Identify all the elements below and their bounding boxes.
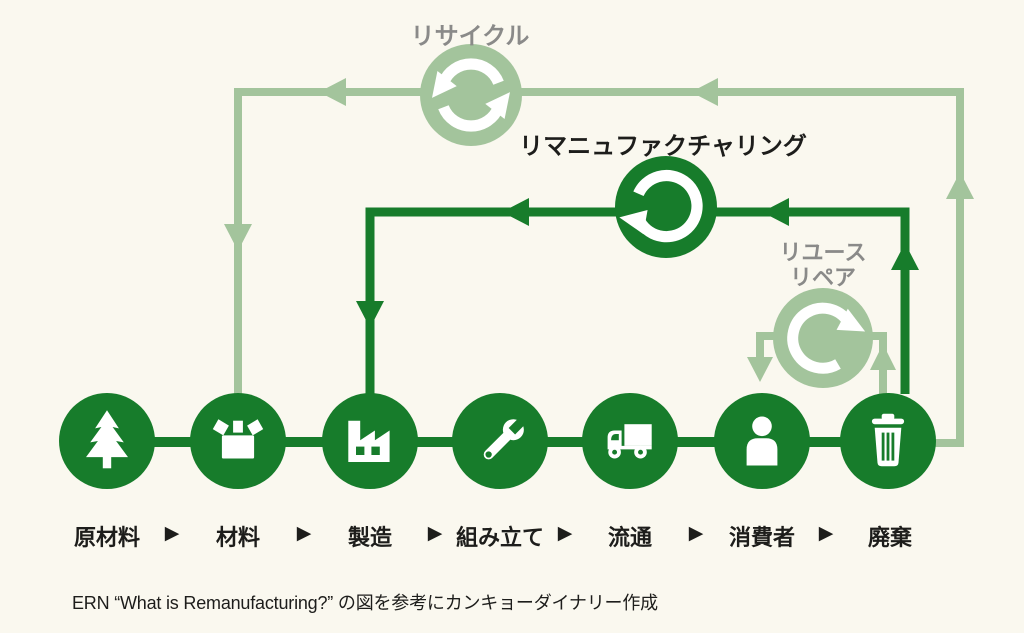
remanufacturing-loop-node	[615, 156, 717, 258]
arrow-up-icon	[946, 172, 974, 199]
stage-node-distribution	[582, 393, 678, 489]
arrow-up-icon	[891, 243, 919, 270]
repair-label-line: リペア	[789, 265, 856, 290]
stage-node-consumer	[714, 393, 810, 489]
stage-label-distribution: 流通	[607, 525, 653, 550]
stage-separator-icon: ▶	[557, 523, 573, 544]
reuse-loop-path	[747, 332, 896, 396]
arrow-left-icon	[319, 78, 346, 106]
wrench-icon	[483, 416, 527, 460]
tree-icon	[86, 410, 128, 469]
stage-node-assembly	[452, 393, 548, 489]
stage-node-raw-materials	[59, 393, 155, 489]
stage-separator-icon: ▶	[818, 523, 834, 544]
box-icon	[212, 419, 264, 459]
arrow-down-icon	[224, 224, 252, 251]
arrow-up-icon	[870, 344, 896, 370]
stage-label-materials: 材料	[215, 525, 261, 550]
remanufacturing-label: リマニュファクチャリング	[519, 133, 807, 160]
arrow-left-icon	[691, 78, 718, 106]
recycle-loop-path	[224, 78, 974, 447]
stage-label-raw-materials: 原材料	[73, 525, 141, 550]
arrow-left-icon	[762, 198, 789, 226]
arrow-down-icon	[747, 357, 773, 382]
recycle-loop-node	[420, 44, 522, 146]
stage-separator-icon: ▶	[427, 523, 443, 544]
factory-icon	[348, 420, 390, 462]
stage-node-materials	[190, 393, 286, 489]
circular-arrow-ccw-icon	[619, 169, 703, 243]
stage-node-manufacturing	[322, 393, 418, 489]
recycle-label: リサイクル	[410, 23, 530, 50]
stage-separator-icon: ▶	[164, 523, 180, 544]
arrow-left-icon	[502, 198, 529, 226]
stage-label-manufacturing: 製造	[347, 525, 393, 550]
reuse-repair-label: リユース リペア	[780, 240, 867, 290]
person-icon	[746, 416, 778, 466]
arrow-down-icon	[356, 301, 384, 328]
stage-label-disposal: 廃棄	[867, 525, 913, 550]
stage-node-disposal	[840, 393, 936, 489]
circular-arrow-cw-icon	[787, 302, 866, 374]
source-caption: ERN “What is Remanufacturing?” の図を参考にカンキ…	[72, 593, 658, 613]
truck-icon	[607, 424, 652, 459]
stage-label-assembly: 組み立て	[455, 525, 545, 550]
stage-separator-icon: ▶	[688, 523, 704, 544]
trash-icon	[871, 413, 905, 467]
stage-label-consumer: 消費者	[728, 525, 796, 550]
reuse-label-line: リユース	[779, 240, 867, 265]
stage-separator-icon: ▶	[296, 523, 312, 544]
recycle-arrows-icon	[432, 58, 510, 132]
reuse-loop-node	[773, 288, 873, 388]
